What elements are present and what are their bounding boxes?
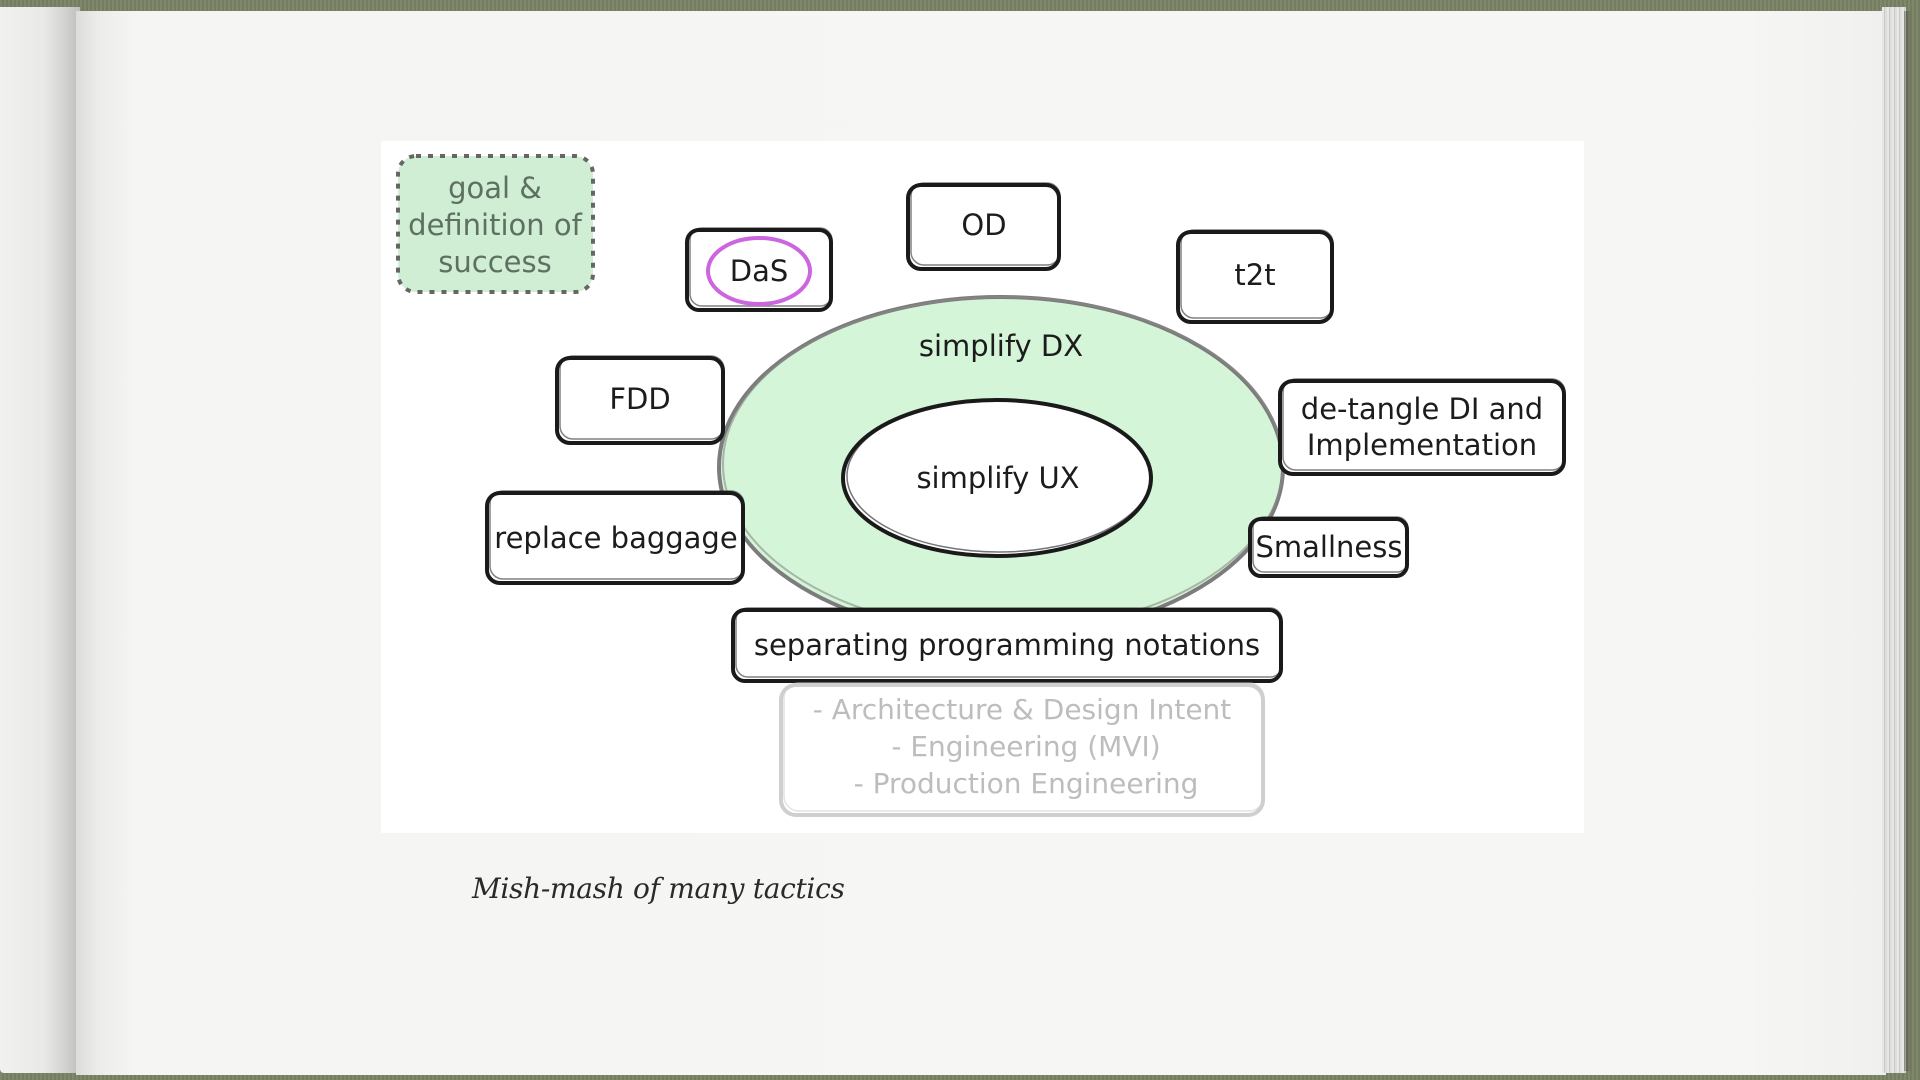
od-label: OD	[961, 208, 1006, 242]
goal-box	[396, 154, 595, 294]
faded-list-box	[779, 682, 1265, 817]
inner-ellipse	[841, 398, 1153, 558]
goal-line-2: definition of	[408, 208, 582, 242]
separating-label: separating programming notations	[754, 628, 1260, 662]
faded-list-item-2: - Engineering (MVI)	[891, 730, 1160, 763]
detangle-box	[1278, 378, 1566, 476]
page-shadow	[1904, 11, 1912, 1071]
inner-ellipse-label: simplify UX	[916, 461, 1079, 495]
left-page-edge	[0, 7, 80, 1073]
od-box	[906, 182, 1061, 271]
smallness-label: Smallness	[1256, 530, 1403, 564]
smallness-box	[1248, 516, 1409, 578]
slide-caption: Mish-mash of many tactics	[472, 872, 845, 905]
t2t-label: t2t	[1234, 258, 1275, 292]
fdd-label: FDD	[609, 382, 670, 416]
detangle-line-1: de-tangle DI and	[1301, 392, 1543, 426]
faded-list-item-1: - Architecture & Design Intent	[813, 693, 1232, 726]
separating-box	[731, 607, 1283, 683]
replace-baggage-box	[485, 490, 745, 585]
diagram-canvas: simplify DX simplify UX goal & definitio…	[396, 154, 1566, 817]
book	[0, 7, 1912, 1075]
detangle-line-2: Implementation	[1307, 428, 1537, 462]
right-page-stack	[1882, 7, 1906, 1073]
outer-ellipse-label: simplify DX	[919, 329, 1083, 363]
fdd-box	[555, 355, 725, 445]
t2t-box	[1176, 229, 1334, 324]
das-box	[685, 227, 833, 312]
goal-line-1: goal &	[448, 171, 542, 205]
diagram-slide: simplify DX simplify UX goal & definitio…	[381, 141, 1584, 833]
das-label: DaS	[730, 254, 789, 288]
replace-baggage-label: replace baggage	[494, 521, 737, 555]
faded-list-item-3: - Production Engineering	[854, 767, 1199, 800]
goal-line-3: success	[438, 245, 551, 279]
